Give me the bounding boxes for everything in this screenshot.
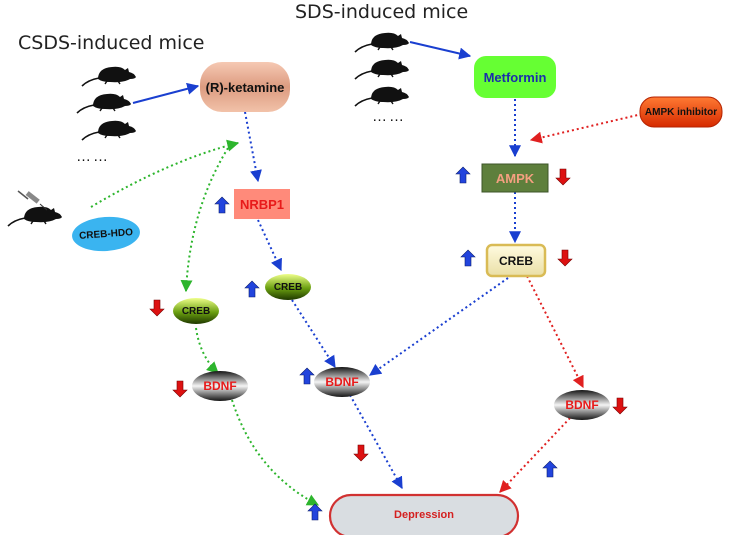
arrow-creb-right-to-bdnf (526, 275, 584, 389)
bdnf-right-node: BDNF (565, 398, 599, 412)
arrow-nrbp1-to-creb (257, 219, 282, 272)
creb-left-shape (173, 298, 219, 324)
up-arrow-icon (455, 166, 471, 184)
csds-title: CSDS-induced mice (18, 32, 205, 54)
up-arrow-icon (299, 367, 315, 385)
up-arrow-icon (214, 196, 230, 214)
down-arrow-icon (555, 168, 571, 186)
metformin-shape (474, 56, 556, 98)
ampk-inhibitor-shape (639, 96, 723, 128)
creb-hdo-shape (72, 216, 140, 252)
arrow-crebhdo-to-ketamine (90, 139, 240, 208)
r-ketamine-shape (200, 62, 290, 112)
arrow-creb-left-to-bdnf (195, 327, 219, 374)
bdnf-left-shape (192, 371, 248, 401)
bdnf-left-node: BDNF (203, 379, 237, 393)
depression-node: Depression (394, 509, 454, 521)
mouse-icon (354, 86, 410, 107)
arrow-bdnf-right-to-depression (499, 417, 571, 493)
up-arrow-icon (460, 249, 476, 267)
up-arrow-icon (542, 460, 558, 478)
ampk-shape (481, 163, 549, 193)
arrow-creb-to-bdnf-middle (369, 277, 509, 376)
arrow-ketamine-to-nrbp1 (244, 111, 262, 183)
arrow-bdnf-left-to-depression (231, 399, 320, 506)
syringe-icon (17, 190, 48, 211)
creb-right-shape (485, 243, 547, 278)
up-arrow-icon (244, 280, 260, 298)
down-arrow-icon (172, 380, 188, 398)
metformin-node: Metformin (483, 69, 547, 85)
nrbp1-node: NRBP1 (239, 196, 285, 212)
nrbp1-shape (234, 189, 290, 219)
mouse-icon (354, 58, 410, 80)
arrow-creb-to-bdnf (291, 299, 336, 369)
arrow-ketamine-to-creb-left (180, 147, 229, 293)
ellipsis-left: …… (76, 148, 110, 165)
sds-title: SDS-induced mice (295, 1, 469, 23)
creb-right-node: CREB (498, 253, 533, 268)
bdnf-middle-shape (314, 367, 370, 397)
creb-middle-shape (265, 274, 311, 300)
depression-shape (328, 493, 520, 535)
mouse-icon (354, 31, 410, 53)
creb-hdo-node: CREB-HDO (78, 226, 134, 242)
mouse-icon (7, 206, 63, 227)
ampk-node: AMPK (495, 170, 535, 186)
down-arrow-icon (612, 397, 628, 415)
arrow-inhibitor-to-ampk (529, 113, 643, 144)
arrow-bdnf-to-depression (349, 394, 403, 490)
up-arrow-icon (307, 503, 323, 521)
bdnf-right-shape (554, 390, 610, 420)
arrow-mice-to-ketamine (132, 82, 200, 104)
down-arrow-icon (353, 444, 369, 462)
mouse-icon (81, 120, 137, 141)
creb-left-node: CREB (181, 305, 211, 317)
bdnf-middle-node: BDNF (325, 375, 359, 389)
ampk-inhibitor-node: AMPK inhibitor (644, 106, 718, 118)
ellipsis-right: …… (372, 108, 406, 125)
r-ketamine-node: (R)-ketamine (205, 79, 285, 95)
mouse-icon (81, 66, 137, 87)
down-arrow-icon (557, 249, 573, 267)
arrow-mice-to-metformin (409, 41, 472, 60)
mouse-icon (76, 93, 132, 114)
creb-middle-node: CREB (273, 281, 303, 293)
down-arrow-icon (149, 299, 165, 317)
